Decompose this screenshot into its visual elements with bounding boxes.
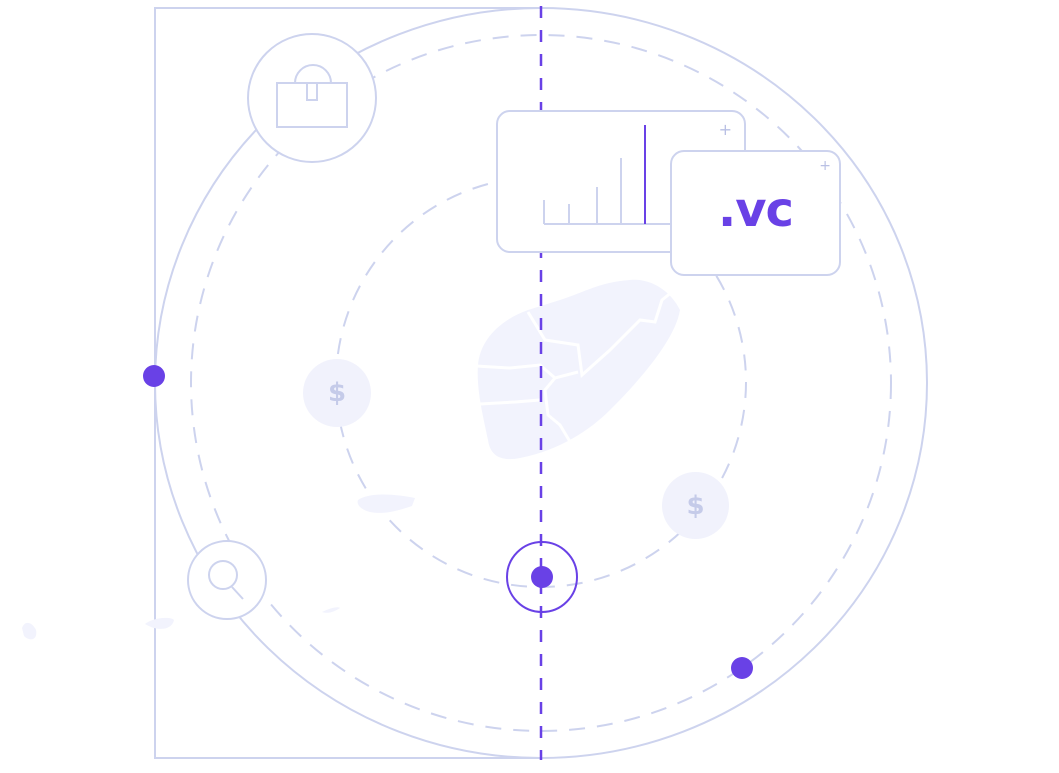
decorative-blob: [145, 617, 174, 629]
bar-chart-icon: [543, 125, 696, 225]
bottom-right-marker-dot[interactable]: [731, 657, 753, 679]
domain-card[interactable]: + .vc: [670, 150, 841, 276]
left-marker-dot[interactable]: [143, 365, 165, 387]
domain-label: .vc: [718, 182, 794, 238]
decorative-blob: [357, 494, 415, 513]
plus-icon[interactable]: +: [819, 158, 831, 174]
map-regions-icon: [475, 279, 680, 460]
coin-left: $: [303, 359, 371, 427]
dollar-icon: $: [327, 378, 347, 408]
dollar-icon: $: [686, 490, 705, 521]
search-icon: [208, 560, 244, 600]
decorative-blob: [322, 607, 340, 613]
plus-icon[interactable]: +: [718, 120, 732, 139]
briefcase-node[interactable]: [247, 33, 377, 163]
coin-right: $: [662, 472, 729, 539]
search-node[interactable]: [187, 540, 267, 620]
decorative-blob: [22, 622, 37, 640]
target-icon[interactable]: [506, 541, 578, 613]
briefcase-icon: [276, 64, 348, 128]
